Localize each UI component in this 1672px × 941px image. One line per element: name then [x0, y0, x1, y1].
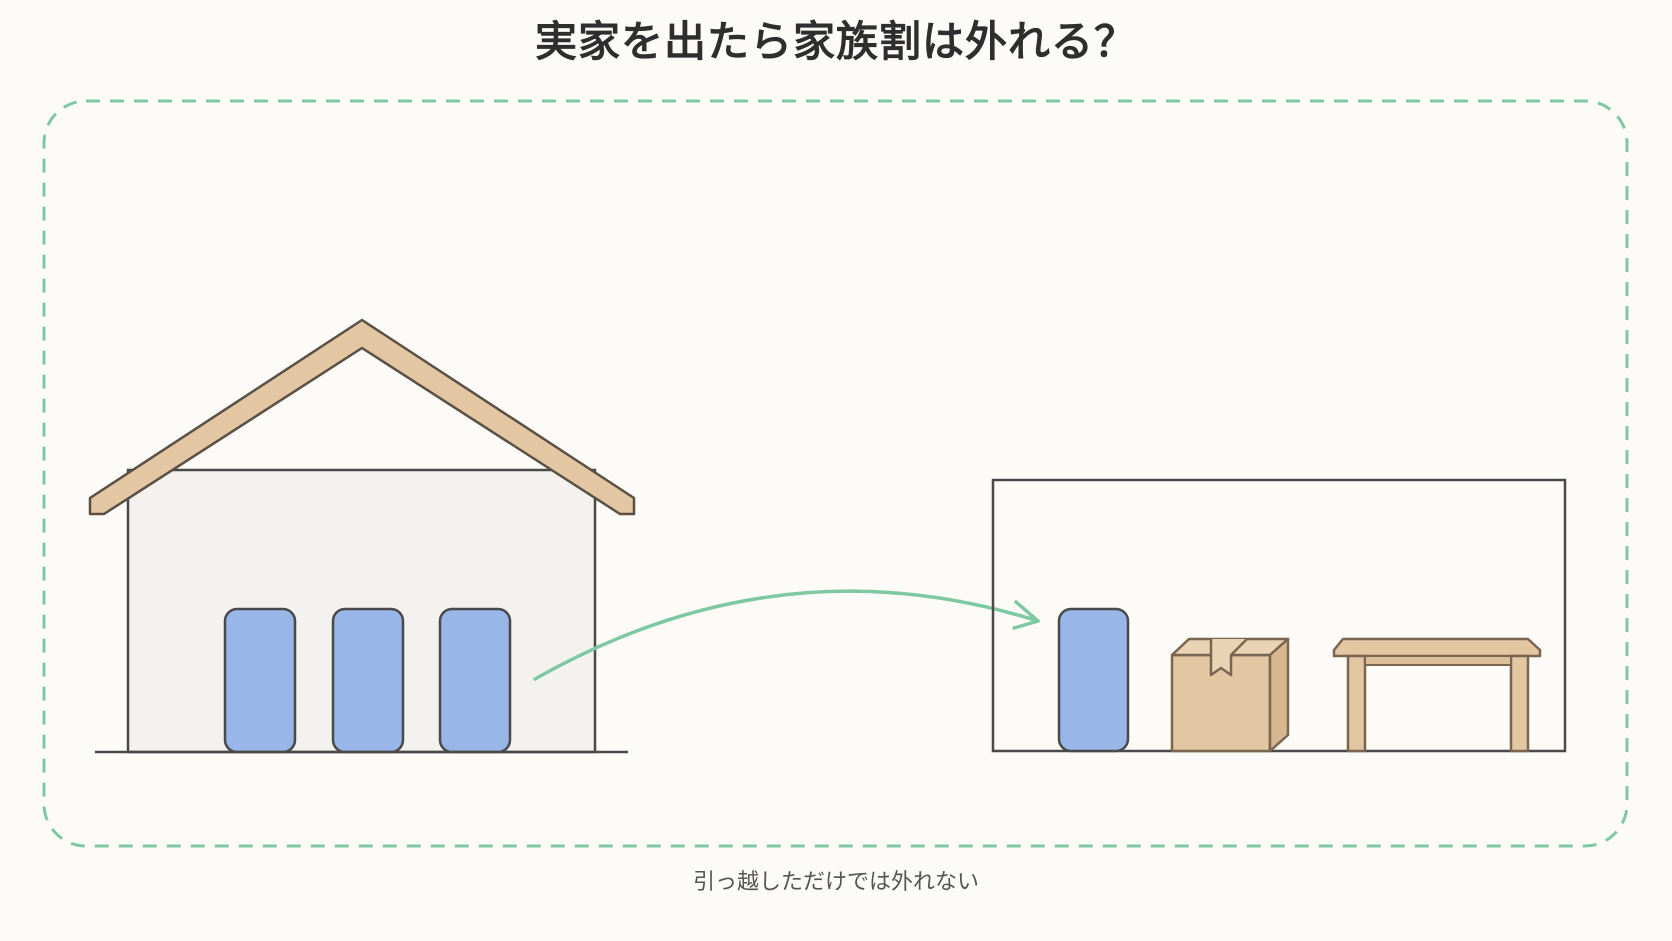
person-icon: [223, 607, 297, 754]
cardboard-box-icon: [1170, 637, 1290, 753]
diagram-caption: 引っ越しただけでは外れない: [692, 870, 979, 895]
curved-arrow-icon: [533, 589, 1040, 681]
table-icon: [1332, 637, 1542, 753]
apartment-room: [991, 478, 1567, 753]
new-apartment: [991, 478, 1567, 753]
person-icon: [331, 607, 405, 754]
page-title: 実家を出たら家族割は外れる？: [534, 17, 1137, 66]
person-icon: [438, 607, 512, 754]
person-icon: [1057, 607, 1130, 753]
family-home-icon: [88, 318, 636, 754]
house-roof: [88, 318, 636, 516]
dashed-frame: [42, 99, 1629, 848]
